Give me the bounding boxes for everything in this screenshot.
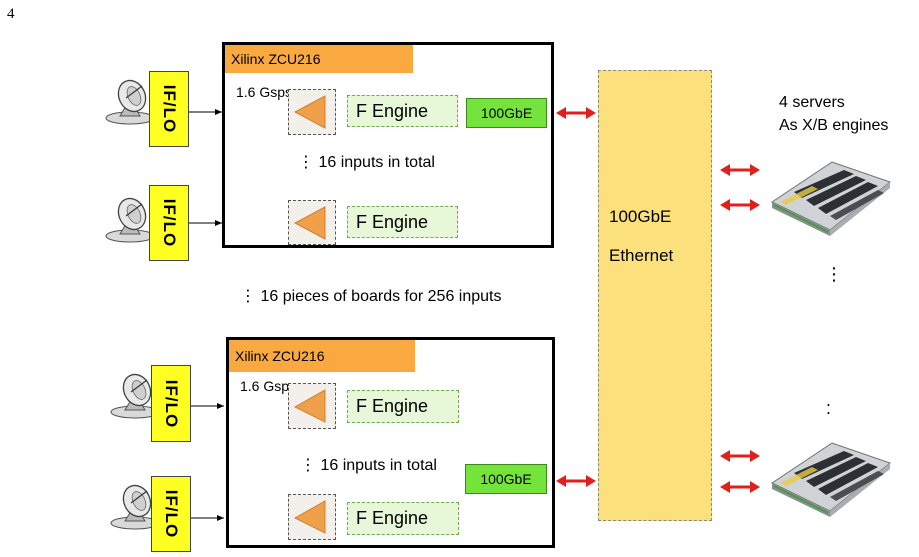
double-arrow-icon (718, 162, 762, 178)
inputs-note: ⋮ 16 inputs in total (300, 457, 437, 474)
double-arrow-icon (554, 473, 598, 489)
servers-ellipsis: ⋮ (825, 264, 843, 284)
sample-rate-label: 1.6 Gsps (236, 84, 293, 100)
iflo-label: IF/LO (160, 84, 179, 134)
ethernet-switch (598, 70, 712, 521)
double-arrow-icon (554, 105, 598, 121)
server-icon (771, 161, 891, 237)
f-engine-block: F Engine (347, 95, 458, 127)
amplifier-box (288, 89, 336, 135)
iflo-label: IF/LO (162, 489, 181, 539)
servers-ellipsis: : (826, 398, 832, 418)
iflo-box: IF/LO (151, 365, 191, 442)
amplifier-icon (293, 206, 326, 240)
iflo-box: IF/LO (149, 185, 189, 261)
iflo-box: IF/LO (149, 71, 189, 147)
inputs-note: ⋮ 16 inputs in total (298, 154, 435, 171)
board-title: Xilinx ZCU216 (225, 45, 413, 73)
f-engine-block: F Engine (347, 206, 458, 238)
sample-rate-label: 1.6 Gsps (240, 378, 297, 394)
double-arrow-icon (718, 479, 762, 495)
iflo-box: IF/LO (151, 476, 191, 552)
iflo-label: IF/LO (160, 198, 179, 248)
fpga-board: Xilinx ZCU216 (222, 42, 554, 248)
double-arrow-icon (718, 197, 762, 213)
servers-count-label: 4 servers (779, 94, 845, 111)
amplifier-box (288, 200, 336, 245)
gbe-port: 100GbE (466, 98, 547, 128)
f-engine-block: F Engine (347, 502, 459, 535)
gbe-port: 100GbE (465, 464, 547, 494)
servers-role-label: As X/B engines (779, 117, 889, 134)
antenna-icon (105, 75, 155, 125)
page-number: 4 (7, 6, 15, 22)
amplifier-icon (293, 389, 326, 423)
antenna-icon (105, 193, 155, 243)
iflo-label: IF/LO (162, 379, 181, 428)
amplifier-box (288, 383, 336, 429)
amplifier-icon (293, 500, 326, 534)
double-arrow-icon (718, 448, 762, 464)
server-icon (771, 442, 891, 518)
amplifier-box (288, 494, 336, 540)
ethernet-label: Ethernet (609, 246, 674, 265)
board-title: Xilinx ZCU216 (229, 340, 415, 372)
ethernet-speed-label: 100GbE (609, 207, 672, 226)
boards-note: ⋮ 16 pieces of boards for 256 inputs (240, 288, 502, 305)
f-engine-block: F Engine (347, 390, 459, 423)
amplifier-icon (293, 95, 326, 129)
